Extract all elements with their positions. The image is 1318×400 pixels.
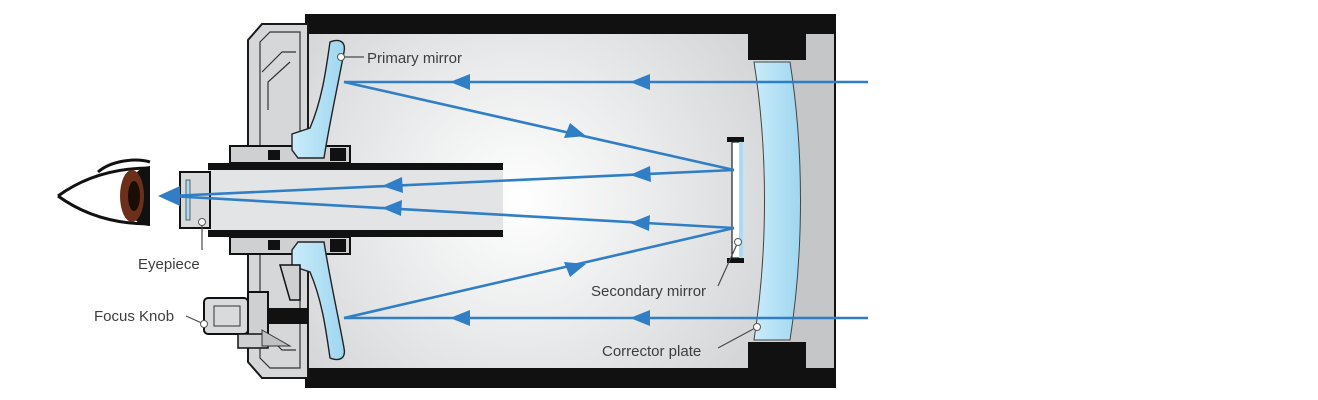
focus-knob (203, 264, 308, 349)
label-secondary-mirror: Secondary mirror (591, 238, 742, 300)
label-primary-mirror: Primary mirror (337, 50, 462, 67)
tube-bottom-wall (305, 368, 835, 388)
corrector-plate (748, 34, 806, 368)
light-rays (158, 74, 868, 326)
secondary-mirror (727, 137, 744, 263)
focus-knob-label: Focus Knob (94, 308, 174, 325)
eyepiece-lens (185, 179, 191, 221)
label-corrector-plate: Corrector plate (602, 323, 761, 360)
corrector-retainer-bottom (748, 342, 806, 368)
primary-mirror (291, 39, 346, 361)
corrector-retainer-top (748, 34, 806, 60)
eyepiece-label: Eyepiece (138, 256, 200, 273)
label-focus-knob: Focus Knob (94, 308, 208, 328)
secondary-mirror-label: Secondary mirror (591, 283, 706, 300)
corrector-plate-label: Corrector plate (602, 343, 701, 360)
tube-top-wall (305, 14, 835, 34)
primary-mirror-label: Primary mirror (367, 50, 462, 67)
ray-primary-to-secondary-top (343, 80, 735, 172)
label-eyepiece: Eyepiece (138, 218, 206, 273)
eyepiece-barrel (179, 171, 211, 229)
eye-icon (57, 158, 151, 226)
ray-primary-to-secondary-bottom (343, 226, 735, 320)
